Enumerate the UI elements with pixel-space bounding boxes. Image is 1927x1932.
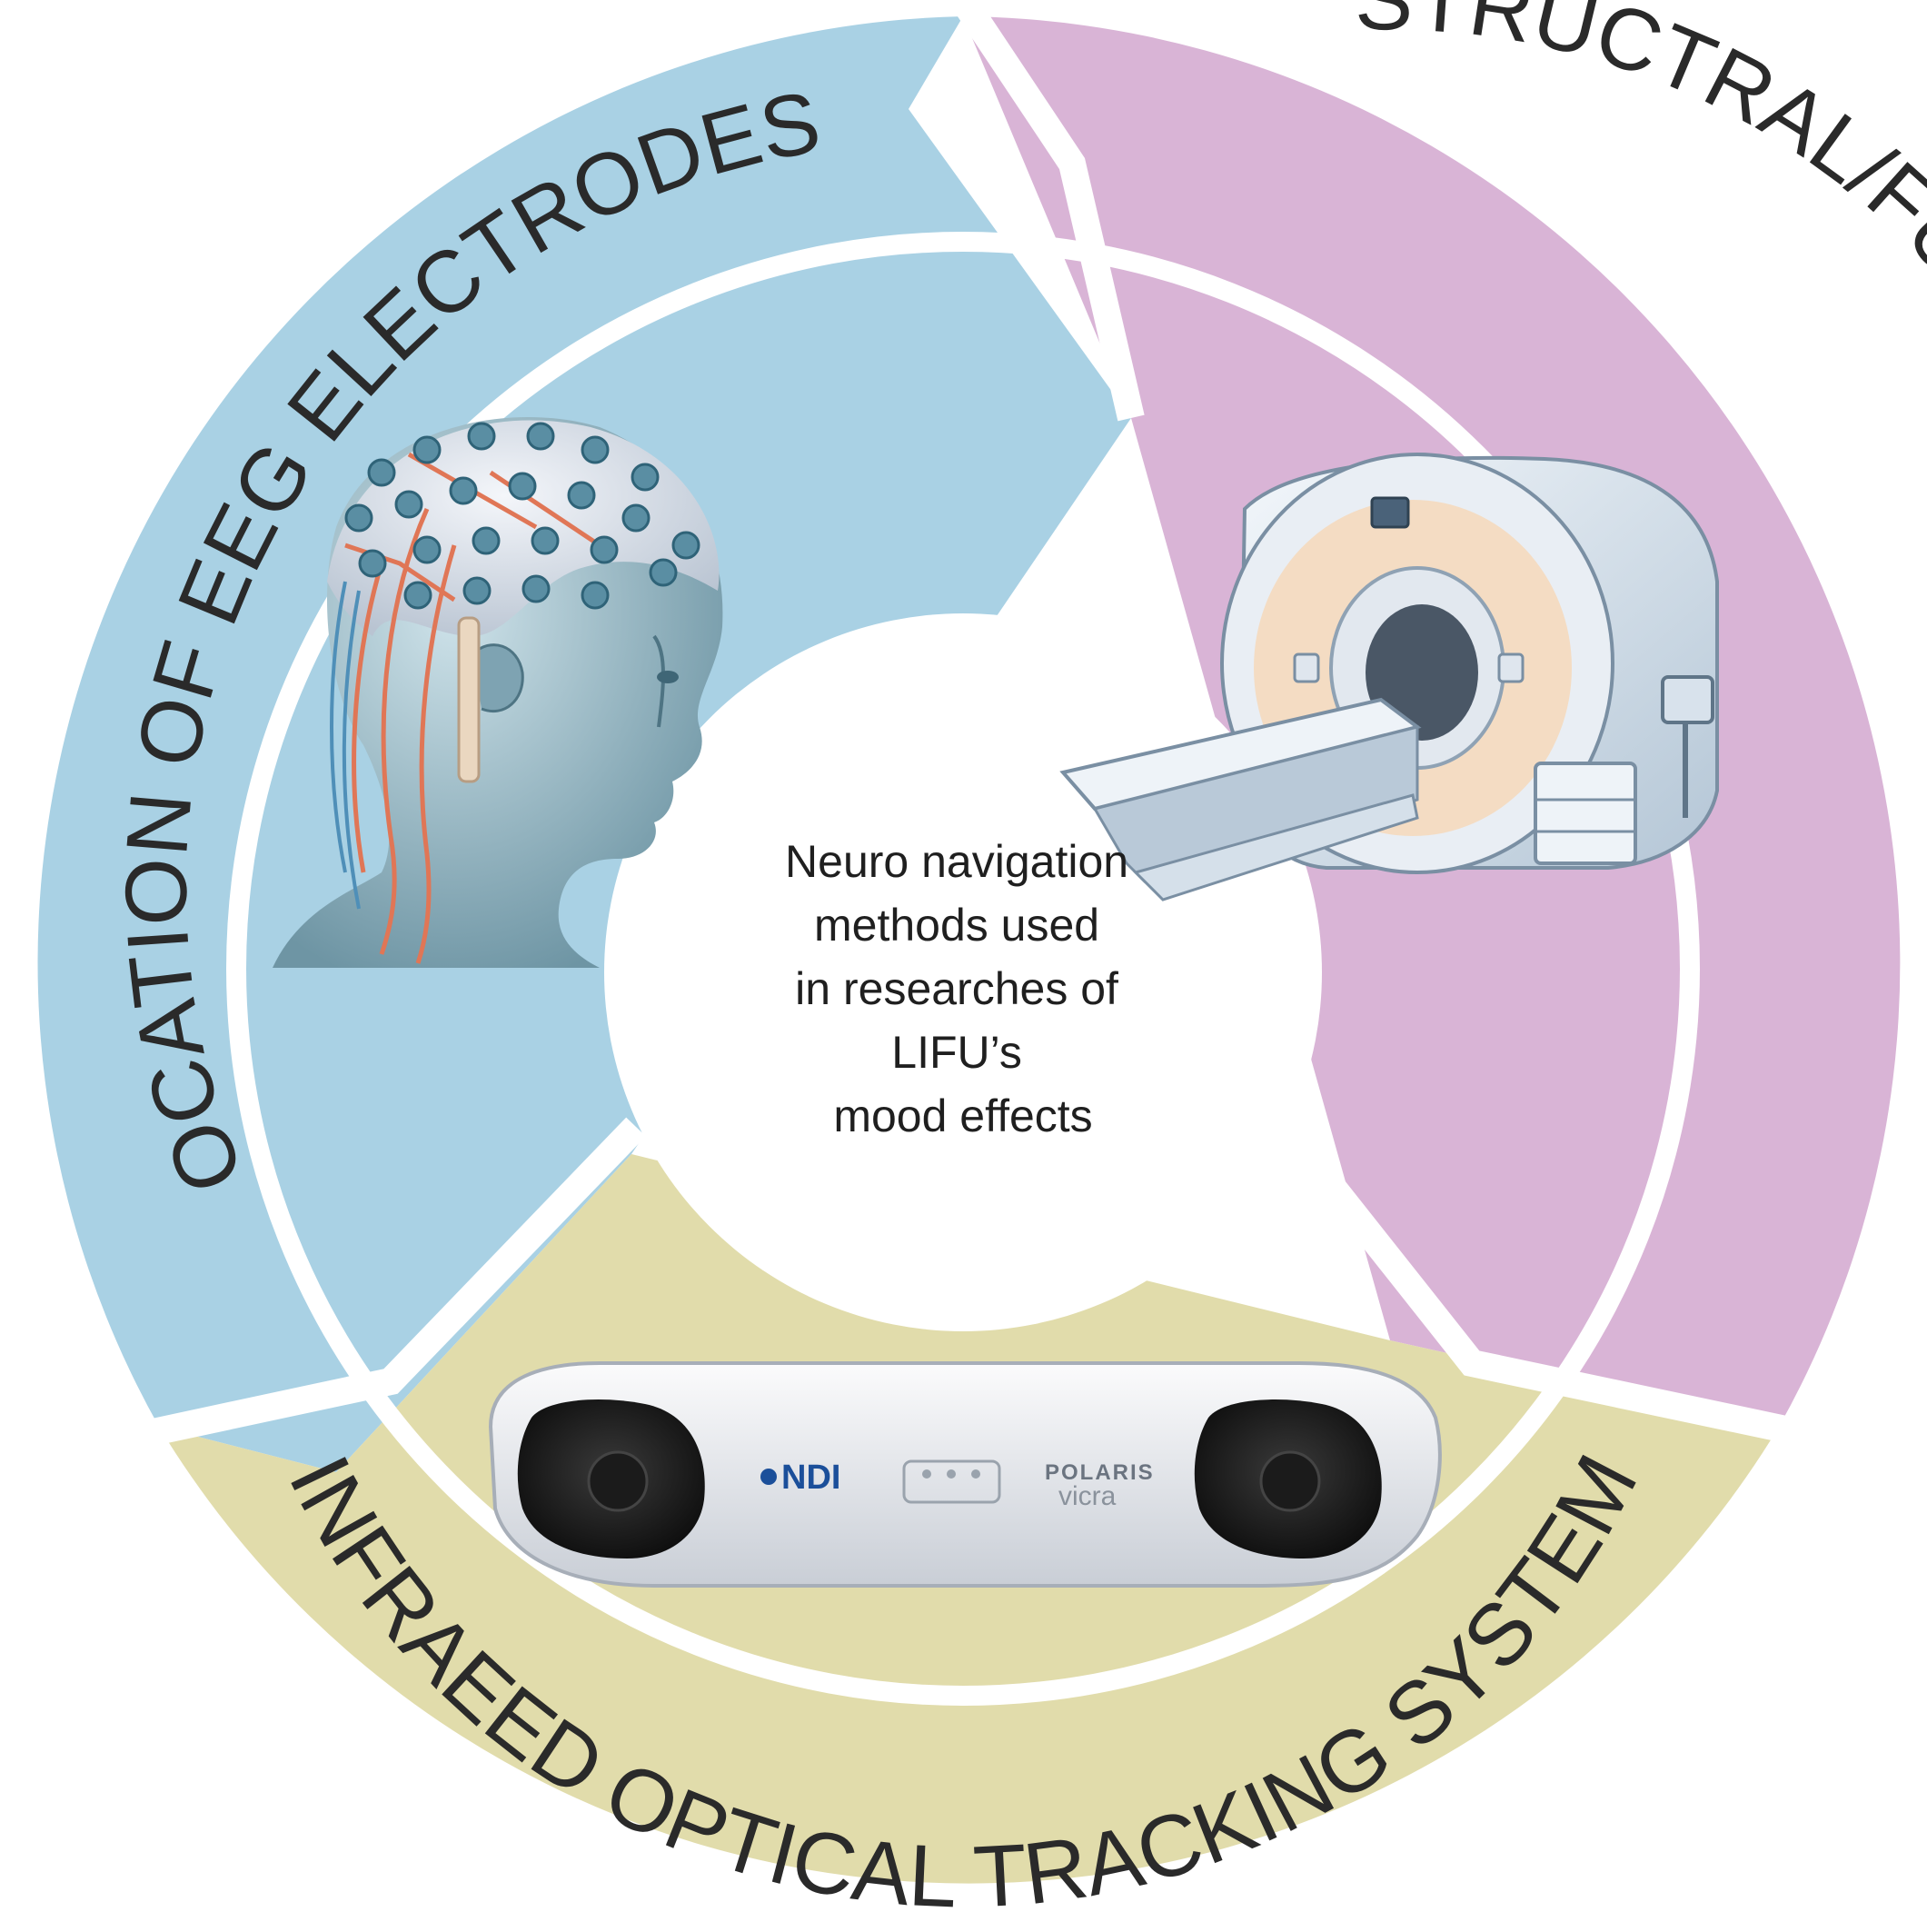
device-model-top: POLARIS bbox=[1045, 1460, 1155, 1485]
segment-separators bbox=[133, 0, 1798, 1449]
device-brand: NDI bbox=[781, 1459, 840, 1497]
eeg-cap-head-illustration bbox=[273, 417, 723, 968]
device-model-bottom: vicra bbox=[1058, 1481, 1117, 1511]
center-title: Neuro navigation methods used in researc… bbox=[785, 836, 1141, 1141]
ndi-logo-icon bbox=[760, 1469, 777, 1485]
optical-tracking-camera-illustration: NDI POLARIS vicra bbox=[488, 1361, 1442, 1588]
mri-scanner-illustration bbox=[1059, 453, 1719, 901]
electrode-wires-blue bbox=[330, 581, 361, 910]
inner-ring bbox=[226, 232, 1700, 1706]
electrodes bbox=[344, 422, 700, 610]
